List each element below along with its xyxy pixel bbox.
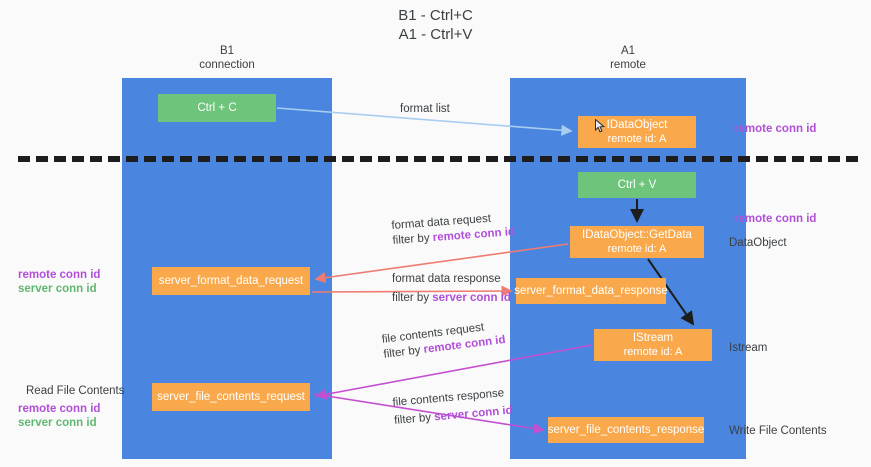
annotation-left-middle-remote: remote conn id bbox=[18, 269, 101, 281]
phase-divider bbox=[18, 156, 858, 162]
edge-label-format-data-response: format data response filter by server co… bbox=[392, 272, 511, 306]
node-server-format-data-response-label: server_format_data_response bbox=[514, 285, 668, 297]
node-idataobject-getdata[interactable]: IDataObject::GetData remote id: A bbox=[570, 226, 704, 258]
annotation-right-remote-conn-id-getdata: remote conn id bbox=[734, 213, 817, 225]
edge-label-format-data-response-filter: filter by server conn id bbox=[392, 291, 511, 306]
node-idataobject-sub: remote id: A bbox=[607, 133, 667, 145]
title-line-2: A1 - Ctrl+V bbox=[398, 26, 473, 43]
lane-header-b1: B1 connection bbox=[122, 44, 332, 72]
filter-prefix: filter by bbox=[392, 232, 434, 247]
annotation-left-lower-server: server conn id bbox=[18, 417, 97, 429]
node-server-file-contents-response[interactable]: server_file_contents_response bbox=[548, 417, 704, 443]
lane-header-b1-name: B1 bbox=[219, 45, 235, 57]
annotation-left-lower: remote conn id server conn id bbox=[18, 402, 100, 430]
mouse-cursor-icon bbox=[595, 119, 606, 133]
edge-label-format-list: format list bbox=[400, 102, 450, 117]
filter-prefix: filter by bbox=[392, 292, 433, 304]
filter-key: server conn id bbox=[433, 404, 514, 424]
filter-prefix: filter by bbox=[382, 343, 425, 361]
page-title: B1 - Ctrl+C A1 - Ctrl+V bbox=[0, 6, 871, 44]
filter-prefix: filter by bbox=[393, 411, 435, 427]
node-server-file-contents-response-label: server_file_contents_response bbox=[547, 424, 705, 436]
annotation-read-file-contents: Read File Contents bbox=[26, 385, 125, 397]
node-getdata-label: IDataObject::GetData bbox=[582, 229, 692, 241]
lane-header-a1-role: remote bbox=[610, 59, 646, 71]
annotation-right-istream: Istream bbox=[729, 342, 768, 354]
node-ctrl-c-label: Ctrl + C bbox=[197, 102, 237, 114]
node-server-format-data-request-label: server_format_data_request bbox=[158, 275, 304, 287]
node-ctrl-v[interactable]: Ctrl + V bbox=[578, 172, 696, 198]
node-istream[interactable]: IStream remote id: A bbox=[594, 329, 712, 361]
annotation-right-remote-conn-id-top: remote conn id bbox=[734, 123, 817, 135]
node-server-format-data-response[interactable]: server_format_data_response bbox=[514, 278, 668, 304]
node-server-format-data-request[interactable]: server_format_data_request bbox=[152, 267, 310, 295]
filter-key: server conn id bbox=[432, 292, 511, 304]
node-server-file-contents-request[interactable]: server_file_contents_request bbox=[152, 383, 310, 411]
edge-label-format-list-text: format list bbox=[400, 103, 450, 115]
node-istream-label: IStream bbox=[632, 332, 674, 344]
node-server-file-contents-request-label: server_file_contents_request bbox=[157, 391, 305, 403]
lane-header-a1: A1 remote bbox=[510, 44, 746, 72]
node-ctrl-c[interactable]: Ctrl + C bbox=[158, 94, 276, 122]
lane-header-b1-role: connection bbox=[199, 59, 255, 71]
annotation-left-middle-server: server conn id bbox=[18, 283, 97, 295]
annotation-left-lower-remote: remote conn id bbox=[18, 403, 101, 415]
annotation-right-write-file-contents: Write File Contents bbox=[729, 425, 827, 437]
edge-label-file-contents-response: file contents response filter by server … bbox=[392, 386, 513, 429]
title-line-1: B1 - Ctrl+C bbox=[398, 7, 473, 24]
edge-label-format-data-response-text: format data response bbox=[392, 273, 501, 285]
edge-label-file-contents-request: file contents request filter by remote c… bbox=[381, 318, 506, 363]
node-getdata-sub: remote id: A bbox=[607, 243, 667, 255]
node-istream-sub: remote id: A bbox=[623, 346, 683, 358]
edge-label-format-data-request: format data request filter by remote con… bbox=[391, 210, 516, 249]
node-ctrl-v-label: Ctrl + V bbox=[617, 179, 657, 191]
lane-header-a1-name: A1 bbox=[620, 45, 636, 57]
annotation-left-middle: remote conn id server conn id bbox=[18, 268, 100, 296]
node-idataobject-label: IDataObject bbox=[606, 119, 668, 131]
annotation-right-dataobject: DataObject bbox=[729, 237, 787, 249]
